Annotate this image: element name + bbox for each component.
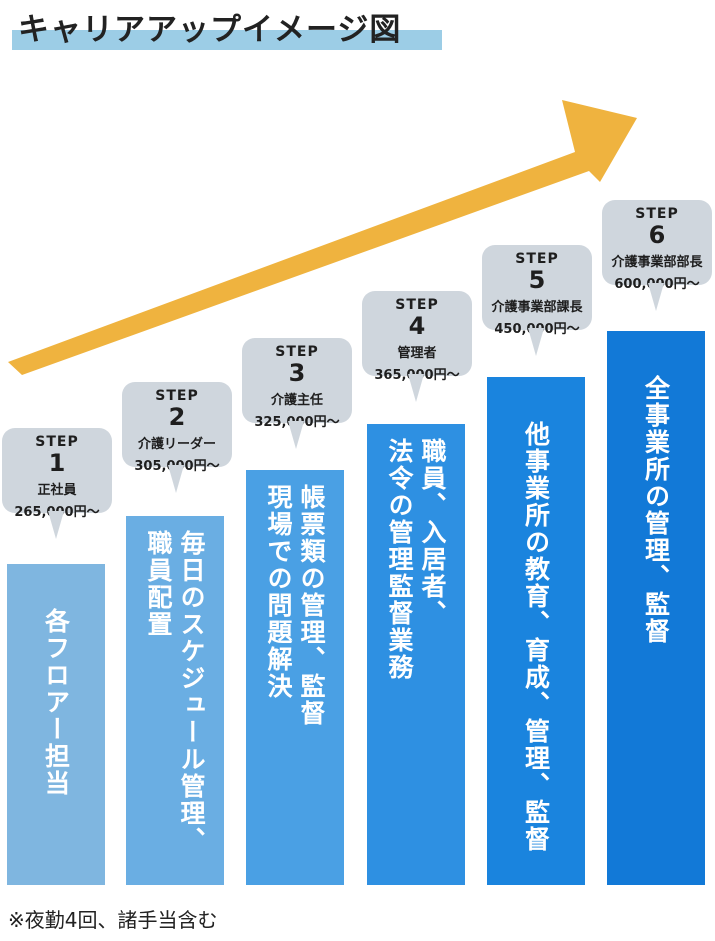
step-5-role: 介護事業部課長 — [491, 300, 583, 315]
step-2-bubble: STEP 2 介護リーダー 305,000円〜 — [122, 382, 232, 493]
step-2-salary: 305,000円〜 — [134, 459, 220, 474]
step-4-bar: 職員、入居者、 法令の管理監督業務 — [367, 424, 465, 885]
step-5-bar: 他事業所の教育、育成、管理、監督 — [487, 377, 585, 885]
step-3-bubble: STEP 3 介護主任 325,000円〜 — [242, 338, 352, 449]
step-1-bubble: STEP 1 正社員 265,000円〜 — [2, 428, 112, 539]
step-4-duties: 職員、入居者、 法令の管理監督業務 — [385, 438, 447, 681]
step-1-label: STEP — [35, 434, 79, 450]
step-4-number: 4 — [408, 312, 426, 340]
step-4-role: 管理者 — [397, 346, 437, 361]
growth-arrow-shape — [8, 100, 637, 375]
step-6-label: STEP — [635, 206, 679, 222]
step-6-salary: 600,000円〜 — [614, 277, 700, 292]
step-5-bubble: STEP 5 介護事業部課長 450,000円〜 — [482, 245, 592, 356]
step-2-bar: 毎日のスケジュール管理、 職員配置 — [126, 516, 224, 885]
step-4-salary: 365,000円〜 — [374, 368, 460, 383]
step-5-duties: 他事業所の教育、育成、管理、監督 — [521, 421, 551, 853]
step-3-duties: 帳票類の管理、監督 現場での問題解決 — [264, 484, 326, 727]
step-5-label: STEP — [515, 251, 559, 267]
step-3-role: 介護主任 — [270, 393, 323, 408]
step-5-number: 5 — [528, 266, 546, 294]
step-3-number: 3 — [288, 359, 306, 387]
step-6-bubble: STEP 6 介護事業部部長 600,000円〜 — [602, 200, 712, 311]
step-6-role: 介護事業部部長 — [611, 255, 703, 270]
step-1-role: 正社員 — [37, 483, 77, 498]
step-6-number: 6 — [648, 221, 666, 249]
footnote: ※夜勤4回、諸手当含む — [8, 908, 218, 932]
page-title: キャリアアップイメージ図 — [18, 12, 402, 48]
title-underline — [12, 30, 442, 50]
step-2-number: 2 — [168, 403, 186, 431]
step-1-salary: 265,000円〜 — [14, 505, 100, 520]
step-3-label: STEP — [275, 344, 319, 360]
step-4-label: STEP — [395, 297, 439, 313]
step-2-duties: 毎日のスケジュール管理、 職員配置 — [144, 530, 206, 854]
step-6-bar: 全事業所の管理、監督 — [607, 331, 705, 885]
step-2-role: 介護リーダー — [137, 437, 216, 452]
step-1-number: 1 — [48, 449, 66, 477]
step-4-bubble: STEP 4 管理者 365,000円〜 — [362, 291, 472, 402]
step-3-salary: 325,000円〜 — [254, 415, 340, 430]
step-6-duties: 全事業所の管理、監督 — [641, 375, 671, 645]
step-3-bar: 帳票類の管理、監督 現場での問題解決 — [246, 470, 344, 885]
step-1-duties: 各フロアー担当 — [41, 608, 71, 797]
step-1-bar: 各フロアー担当 — [7, 564, 105, 885]
step-5-salary: 450,000円〜 — [494, 322, 580, 337]
title-block: キャリアアップイメージ図 — [12, 4, 442, 52]
step-2-label: STEP — [155, 388, 199, 404]
